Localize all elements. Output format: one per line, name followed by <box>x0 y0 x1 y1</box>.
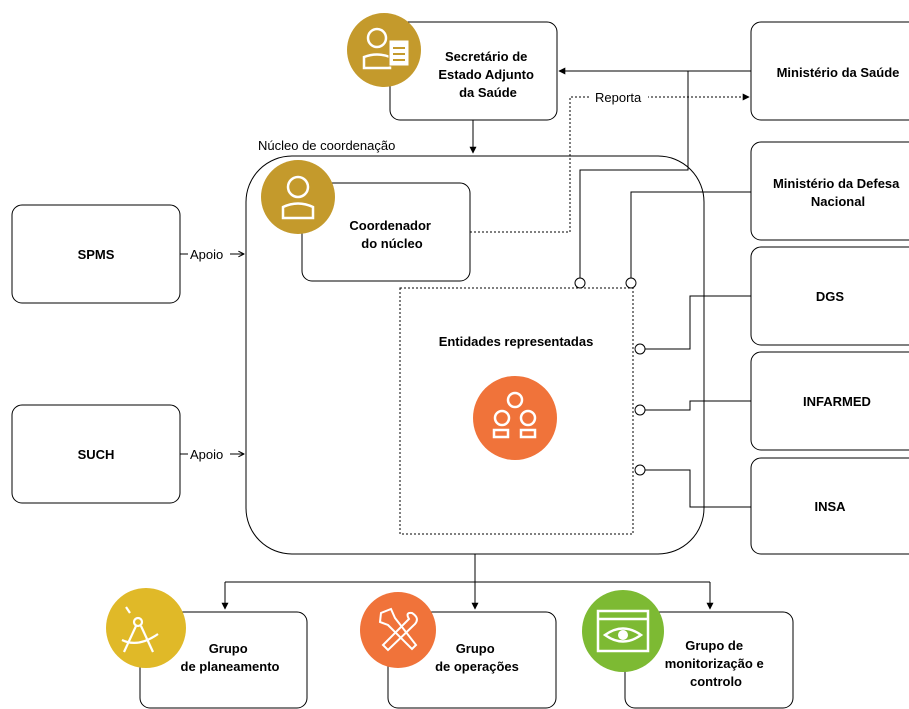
connector-circle <box>634 464 646 476</box>
entidades-label: Entidades representadas <box>439 334 594 349</box>
eye-monitor-icon <box>582 590 664 672</box>
min-defesa-label: Ministério da Defesa Nacional <box>773 176 903 209</box>
connector-circle <box>574 277 586 289</box>
edge-infarmed-entidades <box>645 400 751 411</box>
connector-circle <box>634 404 646 416</box>
people-group-icon <box>473 376 557 460</box>
edge-reporta-label: Reporta <box>595 90 642 105</box>
min-defesa-box <box>750 141 909 241</box>
connector-circle <box>625 277 637 289</box>
infarmed-label: INFARMED <box>803 394 871 409</box>
tools-icon <box>360 592 436 668</box>
connector-circle <box>634 343 646 355</box>
edge-such-apoio-label: Apoio <box>190 447 223 462</box>
such-label: SUCH <box>78 447 115 462</box>
core-title: Núcleo de coordenação <box>258 138 395 153</box>
person-document-icon <box>347 13 421 87</box>
grupo-plan-label: Grupo de planeamento <box>181 641 280 674</box>
insa-label: INSA <box>814 499 846 514</box>
person-icon <box>261 160 335 234</box>
edge-reporta <box>470 93 750 233</box>
compass-icon <box>106 588 186 668</box>
sec-estado-label: Secretário de Estado Adjunto da Saúde <box>438 49 537 100</box>
min-saude-label: Ministério da Saúde <box>777 65 900 80</box>
edge-min-defesa-entidades <box>630 191 751 278</box>
spms-label: SPMS <box>78 247 115 262</box>
coordenador-label: Coordenador do núcleo <box>349 218 434 251</box>
edge-spms-apoio-label: Apoio <box>190 247 223 262</box>
edge-min-saude-entidades <box>579 71 689 278</box>
dgs-label: DGS <box>816 289 845 304</box>
grupo-monit-label: Grupo de monitorização e controlo <box>665 638 768 689</box>
insa-box <box>750 457 909 555</box>
entidades-box <box>399 287 634 535</box>
grupo-oper-label: Grupo de operações <box>435 641 519 674</box>
edge-insa-entidades <box>645 469 751 508</box>
edge-dgs-entidades <box>645 295 751 350</box>
